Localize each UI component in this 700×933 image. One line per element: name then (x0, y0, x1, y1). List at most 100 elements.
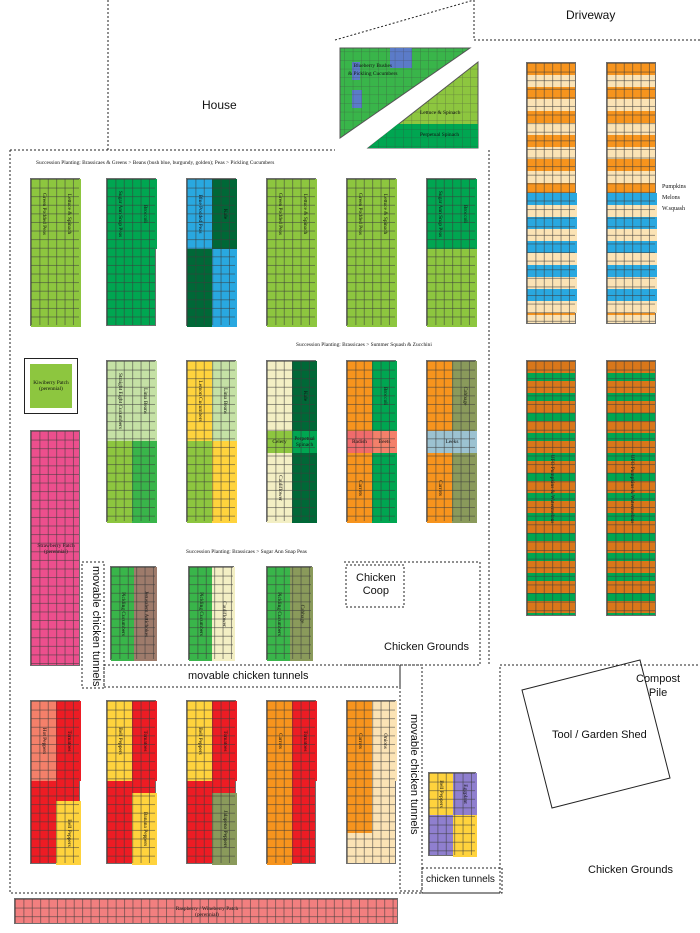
chicken-tunnels-label: chicken tunnels (426, 874, 495, 885)
driveway-label: Driveway (566, 8, 616, 22)
block-ufo-pumpkins-watermelons: UFO Pumpkins & Watermelons (549, 454, 555, 524)
bed-row1-5: Green Podded Peas Lettuce & Spinach (346, 178, 397, 327)
block-eggplant: Eggplant (453, 773, 477, 815)
blueberry-label: Blueberry Bushes & Pickling Cucumbers (348, 63, 398, 77)
succession-label-3: Succession Planting: Brassicaes > Sugar … (186, 549, 307, 555)
block-radish: Radish (347, 431, 372, 453)
block-lima-beans: Lima Beans (212, 361, 237, 441)
block-cauliflower: Cauliflower (267, 453, 292, 523)
bed-row3-1: Pickling Cucumbers Jerusalem Artichokes (110, 566, 157, 661)
kiwiberry-bed-frame: Kiwiberry Patch (perennial) (24, 358, 78, 414)
block-pickling-cucumbers: Pickling Cucumbers (189, 567, 212, 661)
bed-row3-3: Pickling Cucumbers Cabbage (266, 566, 313, 661)
house-label: House (202, 98, 237, 112)
chicken-coop-outline (345, 564, 405, 608)
block-cauliflower: Cauliflower (212, 567, 235, 661)
bed-row2-5: Cabbage Leeks Carrots (426, 360, 477, 523)
right-field-top (499, 664, 700, 893)
block-sugar-ann-snap-peas: Sugar Ann Snap Peas (107, 179, 132, 249)
block-kale: Kale (292, 361, 317, 431)
bed-row4-4: Carrots Tomatoes (266, 700, 317, 865)
block-pickling-cucumbers: Pickling Cucumbers (267, 567, 290, 661)
block-jalapeno-peppers: Jalapeno Peppers (212, 793, 237, 865)
block-carrots: Carrots (427, 453, 452, 523)
strawberry-bed: Strawberry Patch (perennial) (30, 430, 80, 666)
block-sugar-ann-snap-peas: Sugar Ann Snap Peas (427, 179, 452, 249)
tool-shed-label: Tool / Garden Shed (552, 729, 647, 741)
block-leeks: Leeks (427, 431, 477, 453)
bed-row2-2: Lemon Cucumbers Lima Beans (186, 360, 237, 523)
block-kale: Kale (212, 179, 237, 249)
block-straight-eight-cucumbers: Straight Eight Cucumbers (107, 361, 132, 441)
chicken-grounds-outline (344, 561, 481, 666)
succession-label-2: Succession Planting: Brassicaes > Summer… (296, 342, 432, 348)
block-broccoli: Broccoli (132, 179, 157, 249)
bed-row2-3: Kale Celery Perpetual Spinach Cauliflowe… (266, 360, 317, 523)
block-ufo-pumpkins-watermelons: UFO Pumpkins & Watermelons (629, 454, 635, 524)
block-raspberry: Raspberry / Wineberry Patch (perennial) (175, 905, 239, 918)
block-perpetual-spinach: Perpetual Spinach (292, 431, 317, 453)
tall-bed-watermelon-1: UFO Pumpkins & Watermelons (526, 360, 576, 616)
block-bell-peppers: Bell Peppers (56, 801, 81, 865)
bed-row1-2: Sugar Ann Snap Peas Broccoli (106, 178, 157, 326)
raspberry-bed: Raspberry / Wineberry Patch (perennial) (14, 898, 398, 924)
block-lettuce-spinach: Lettuce & Spinach (56, 179, 81, 249)
block-carrots: Carrots (347, 701, 372, 781)
movable-tunnels-left-label: movable chicken tunnels (90, 566, 102, 687)
lettuce-tri-label: Lettuce & Spinach (420, 110, 461, 116)
block-green-podded-peas: Green Podded Peas (347, 179, 372, 249)
bed-row2-4: Broccoli Radish Beets Carrots (346, 360, 397, 523)
block-tomatoes: Tomatoes (292, 701, 317, 781)
bed-row2-1: Straight Eight Cucumbers Lima Beans (106, 360, 157, 523)
block-tomatoes: Tomatoes (56, 701, 81, 781)
chicken-grounds-label-2: Chicken Grounds (588, 864, 673, 876)
bed-row1-1: Green Podded Peas Lettuce & Spinach (30, 178, 81, 327)
block-beets: Beets (372, 431, 397, 453)
block-bell-peppers: Bell Peppers (429, 773, 453, 815)
bed-row1-6: Sugar Ann Snap Peas Broccoli (426, 178, 477, 327)
bed-row4-5: Carrots Onions (346, 700, 397, 864)
block-cabbage: Cabbage (452, 361, 477, 431)
block-jerusalem-artichokes: Jerusalem Artichokes (134, 567, 157, 661)
bed-row4-3: Bell Peppers Tomatoes Jalapeno Peppers (186, 700, 237, 865)
chicken-coop-label: Chicken Coop (356, 572, 396, 597)
tool-shed-outline (521, 659, 671, 809)
bed-row4-6: Bell Peppers Eggplant (428, 772, 477, 857)
bed-row1-4: Green Podded Peas Lettuce & Spinach (266, 178, 317, 327)
bed-row1-3: Blue Podded Peas Kale (186, 178, 237, 327)
bed-row4-2: Bell Peppers Tomatoes Banana Peppers (106, 700, 157, 865)
block-bell-peppers: Bell Peppers (187, 701, 212, 781)
block-strawberry: Strawberry Patch (perennial) (37, 542, 75, 555)
block-broccoli: Broccoli (452, 179, 477, 249)
block-lemon-cucumbers: Lemon Cucumbers (187, 361, 212, 441)
block-tomatoes: Tomatoes (212, 701, 237, 781)
block-green-podded-peas: Green Podded Peas (267, 179, 292, 249)
block-celery: Celery (267, 431, 292, 453)
perpetual-tri-label: Perpetual Spinach (420, 132, 460, 138)
block-broccoli: Broccoli (372, 361, 397, 431)
chicken-tunnels-outline (421, 867, 503, 894)
block-lettuce-spinach: Lettuce & Spinach (292, 179, 317, 249)
house-diagonal (334, 0, 475, 41)
block-kiwiberry: Kiwiberry Patch (perennial) (30, 364, 72, 408)
block-carrots: Carrots (347, 453, 372, 523)
block-hot-peppers: Hot Peppers (31, 701, 56, 781)
tall-bed-watermelon-2: UFO Pumpkins & Watermelons (606, 360, 656, 616)
block-lima-beans: Lima Beans (132, 361, 157, 441)
bed-row3-2: Pickling Cucumbers Cauliflower (188, 566, 235, 661)
movable-tunnel-horizontal-outline (103, 664, 401, 688)
block-bell-peppers: Bell Peppers (107, 701, 132, 781)
block-cabbage: Cabbage (290, 567, 313, 661)
tall-bed-pumpkins-2 (606, 62, 657, 324)
compost-pile-label: Compost Pile (636, 673, 681, 699)
movable-tunnels-horizontal-label: movable chicken tunnels (188, 670, 309, 682)
chicken-grounds-label: Chicken Grounds (384, 641, 469, 653)
bed-row4-1: Hot Peppers Tomatoes Bell Peppers (30, 700, 81, 865)
block-onions: Onions (372, 701, 397, 781)
movable-tunnels-middle-label: movable chicken tunnels (408, 714, 420, 835)
garden-border-left (9, 150, 500, 894)
succession-label-1: Succession Planting: Brassicaes & Greens… (36, 160, 275, 166)
